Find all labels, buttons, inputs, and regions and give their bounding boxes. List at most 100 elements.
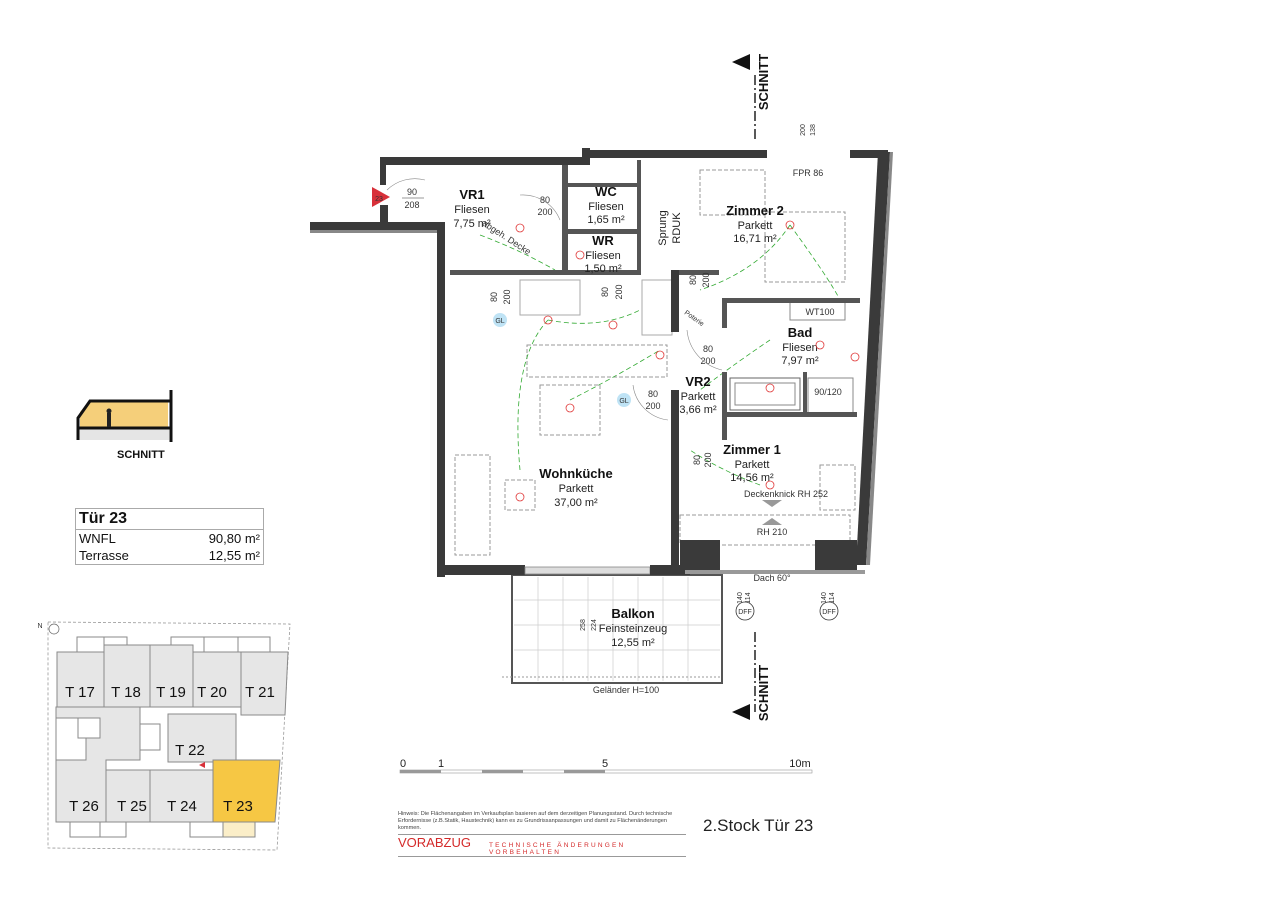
keyplan-unit (192, 651, 242, 708)
svg-text:200: 200 (614, 284, 624, 299)
room-label-vr1: VR1 Fliesen 7,75 m² (453, 187, 491, 230)
svg-text:200: 200 (700, 356, 715, 366)
svg-text:1: 1 (438, 758, 444, 770)
svg-text:140: 140 (821, 592, 828, 604)
svg-text:Zimmer 2: Zimmer 2 (726, 203, 784, 218)
area-row-wnfl: WNFL 90,80 m² (79, 531, 260, 546)
keyplan-unit (105, 769, 151, 823)
section-label-top: SCHNITT (756, 54, 771, 110)
svg-text:114: 114 (829, 592, 836, 603)
svg-text:Sprung: Sprung (657, 210, 669, 245)
svg-text:Parkett: Parkett (681, 391, 716, 403)
svg-text:abgeh. Decke: abgeh. Decke (481, 218, 533, 257)
svg-text:16,71 m²: 16,71 m² (733, 233, 777, 245)
svg-text:WR: WR (592, 233, 614, 248)
svg-text:23: 23 (375, 196, 383, 203)
svg-text:T 24: T 24 (167, 798, 197, 815)
svg-text:VR1: VR1 (459, 187, 484, 202)
area-row-terrasse: Terrasse 12,55 m² (79, 548, 260, 563)
svg-text:RDUK: RDUK (671, 212, 683, 244)
svg-text:208: 208 (404, 200, 419, 210)
key-plan: N T 17 T 18 T 19 T 20 T 21 T 22 T 23 T 2… (37, 621, 291, 851)
svg-text:3,66 m²: 3,66 m² (679, 404, 717, 416)
svg-text:1,50 m²: 1,50 m² (584, 263, 622, 275)
svg-text:T 25: T 25 (117, 798, 147, 815)
keyplan-unit (240, 651, 289, 716)
svg-text:114: 114 (745, 592, 752, 603)
svg-text:1,65 m²: 1,65 m² (587, 214, 625, 226)
interior-walls (450, 160, 860, 570)
svg-text:Parkett: Parkett (559, 483, 594, 495)
svg-text:Fliesen: Fliesen (782, 342, 817, 354)
room-label-wc: WC Fliesen 1,65 m² (587, 184, 625, 226)
svg-text:Parkett: Parkett (738, 220, 773, 232)
svg-text:T 26: T 26 (69, 798, 99, 815)
door-dimensions: 90 208 80 200 80 200 80 200 80 200 80 20… (386, 178, 723, 468)
svg-text:Balkon: Balkon (611, 606, 654, 621)
keyplan-unit-highlight (212, 759, 281, 823)
section-line: SCHNITT SCHNITT (732, 54, 771, 721)
disclaimer-note: Hinweis: Die Flächenangaben im Verkaufsp… (398, 811, 673, 831)
svg-text:90: 90 (407, 187, 417, 197)
svg-text:80: 80 (688, 275, 698, 285)
svg-text:7,75 m²: 7,75 m² (453, 218, 491, 230)
room-label-wr: WR Fliesen 1,50 m² (584, 233, 622, 275)
svg-text:T 21: T 21 (245, 684, 275, 701)
dimension: 138 (810, 124, 817, 136)
section-arrow-icon (732, 704, 750, 720)
section-label-bottom: SCHNITT (756, 665, 771, 721)
svg-text:T 19: T 19 (156, 684, 186, 701)
svg-text:200: 200 (645, 401, 660, 411)
entry-marker: 23 (372, 187, 390, 207)
svg-text:200: 200 (703, 452, 713, 467)
svg-text:Bad: Bad (788, 325, 813, 340)
svg-text:7,97 m²: 7,97 m² (781, 355, 819, 367)
svg-text:12,55 m²: 12,55 m² (611, 637, 655, 649)
svg-text:80: 80 (489, 292, 499, 302)
area-table: Tür 23 WNFL 90,80 m² Terrasse 12,55 m² (75, 508, 264, 565)
dff-marker: DFF DFF (735, 601, 839, 621)
svg-text:Dach 60°: Dach 60° (753, 573, 791, 583)
svg-text:Parkett: Parkett (735, 459, 770, 471)
svg-text:DFF: DFF (738, 609, 752, 616)
electrical-symbols (515, 220, 860, 502)
stamp-label: VORABZUG (398, 835, 471, 850)
svg-text:140: 140 (737, 592, 744, 604)
electrical-lines (479, 224, 841, 486)
svg-text:DFF: DFF (822, 609, 836, 616)
room-label-vr2: VR2 Parkett 3,66 m² (679, 374, 717, 416)
room-label-balkon: Balkon Feinsteinzeug 12,55 m² (599, 606, 668, 649)
svg-text:GL: GL (619, 398, 628, 405)
svg-text:T 17: T 17 (65, 684, 95, 701)
keyplan-unit (103, 644, 151, 708)
svg-text:200: 200 (537, 207, 552, 217)
svg-text:N: N (37, 623, 42, 630)
svg-text:258: 258 (580, 619, 587, 631)
svg-text:RH 210: RH 210 (757, 527, 788, 537)
svg-text:T 22: T 22 (175, 742, 205, 759)
svg-text:80: 80 (600, 287, 610, 297)
svg-text:T 20: T 20 (197, 684, 227, 701)
svg-text:0: 0 (400, 758, 406, 770)
keyplan-unit (149, 644, 194, 708)
svg-text:Wohnküche: Wohnküche (539, 466, 612, 481)
stamp-subtitle: TECHNISCHE ÄNDERUNGEN VORBEHALTEN (488, 842, 626, 856)
room-label-bad: Bad Fliesen 7,97 m² (781, 325, 819, 367)
keyplan-unit (167, 713, 237, 763)
north-arrow-icon (48, 623, 60, 635)
person-icon (107, 413, 111, 427)
svg-text:224: 224 (591, 619, 598, 631)
svg-text:Geländer H=100: Geländer H=100 (593, 685, 659, 695)
svg-text:GL: GL (495, 318, 504, 325)
plan-title: 2.Stock Tür 23 (703, 816, 814, 835)
svg-text:T 18: T 18 (111, 684, 141, 701)
svg-text:FPR 86: FPR 86 (793, 168, 824, 178)
svg-text:Feinsteinzeug: Feinsteinzeug (599, 623, 668, 635)
room-label-wohnkueche: Wohnküche Parkett 37,00 m² (539, 466, 612, 509)
svg-text:T 23: T 23 (223, 798, 253, 815)
svg-text:Zimmer 1: Zimmer 1 (723, 442, 781, 457)
svg-text:90/120: 90/120 (814, 387, 842, 397)
svg-text:80: 80 (540, 195, 550, 205)
svg-text:WT100: WT100 (805, 307, 834, 317)
